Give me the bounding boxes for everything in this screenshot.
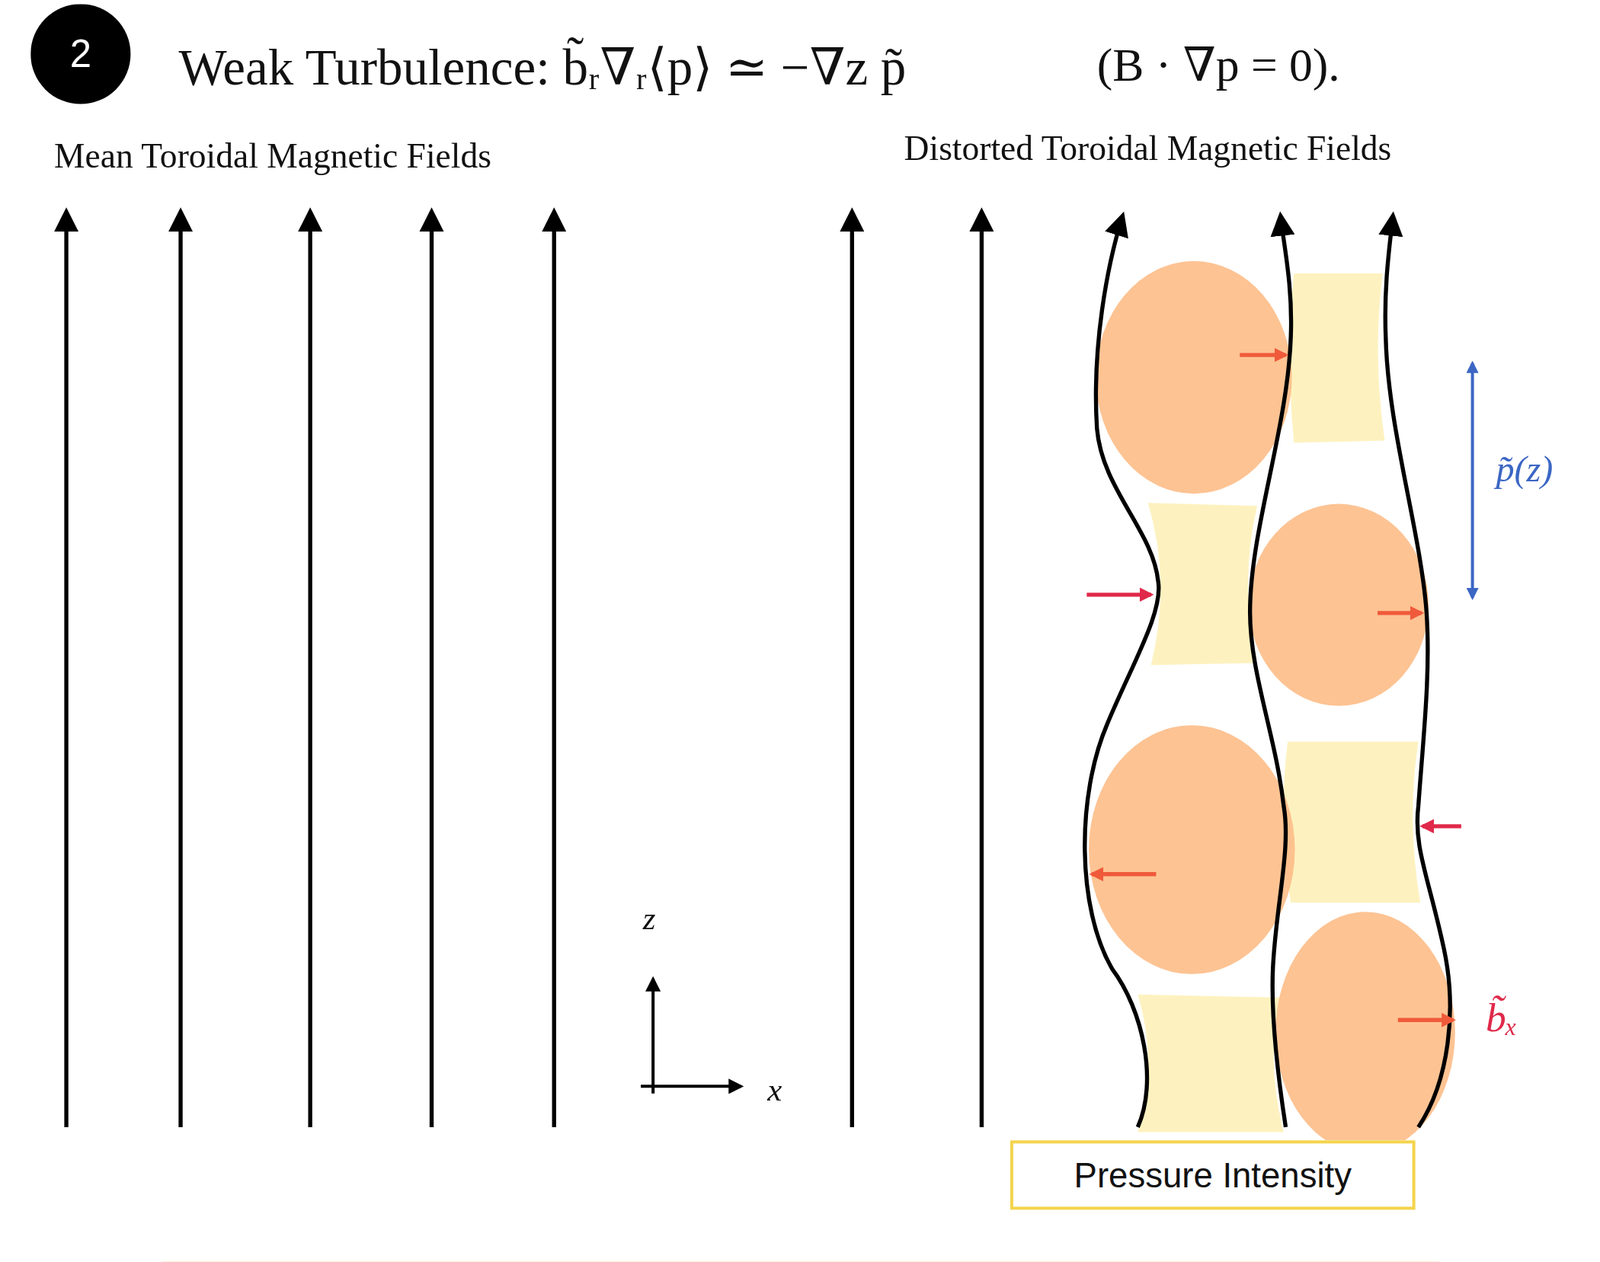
axes xyxy=(640,979,741,1095)
legend-box: Pressure Intensity xyxy=(1010,1140,1416,1210)
field-lines xyxy=(66,212,982,1128)
panel-heading: Mean Toroidal Magnetic Fields xyxy=(54,135,492,176)
step-number-text: 2 xyxy=(70,32,92,77)
panel-heading: Distorted Toroidal Magnetic Fields xyxy=(904,128,1392,169)
perturbation-arrows xyxy=(1086,355,1462,1021)
distorted-field-lines xyxy=(1084,216,1450,1128)
condition-text: (B · ∇p = 0). xyxy=(1097,38,1341,93)
wavelength-arrow xyxy=(1471,363,1475,599)
axis-label: x xyxy=(767,1071,782,1109)
axis-label: z xyxy=(643,899,656,938)
step-number: 2 xyxy=(30,3,131,104)
legend-text: Pressure Intensity xyxy=(1074,1155,1352,1196)
pressure-symbol: p̃(z) xyxy=(1495,448,1553,491)
field-symbol: b̃ₓ xyxy=(1485,995,1518,1043)
title: Weak Turbulence: b̃ᵣ∇ᵣ⟨p⟩ ≃ −∇z p̃ xyxy=(178,38,906,98)
